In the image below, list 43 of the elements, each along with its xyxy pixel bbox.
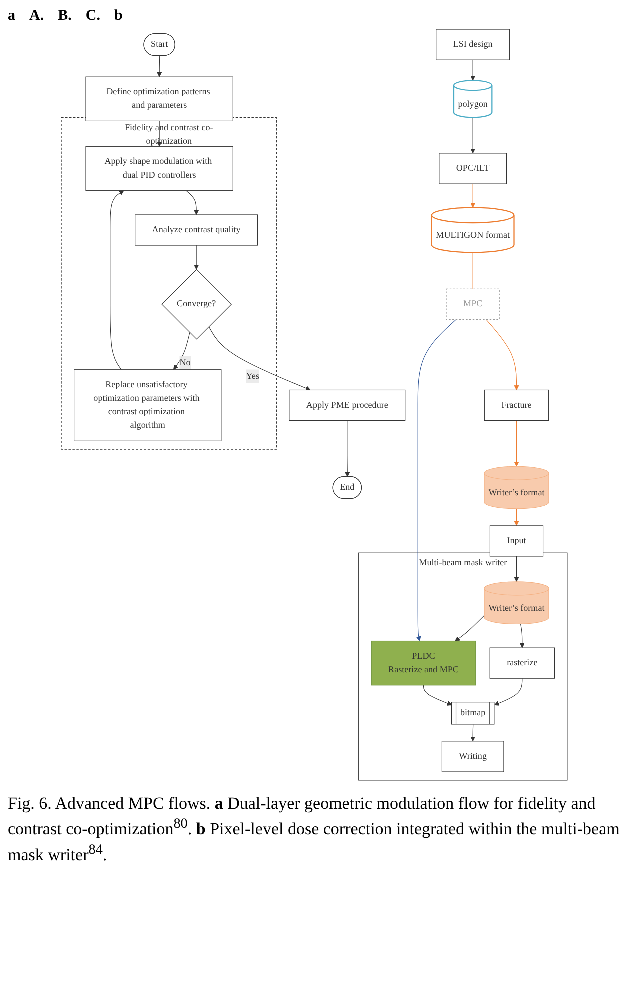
arrow [514,556,520,582]
node-box: Writing [442,741,504,772]
connector [472,252,474,290]
node-box: PLDC Rasterize and MPC [371,640,476,686]
arrow [520,624,525,648]
node-box: Replace unsatisfactory optimization parameters with contrast optimization algorithm [74,370,222,442]
arrow [208,326,311,391]
node-box: Analyze contrast quality [135,214,258,246]
node-box: Define optimization patterns and parameters [86,76,234,122]
arrow [470,184,476,208]
node-box: LSI design [436,29,510,60]
node-box: MPC [446,288,500,320]
edge-label: Yes [246,371,260,382]
edge-label: No [180,358,191,368]
panel-letter: A. [30,8,44,25]
arrow [110,190,124,370]
node-diamond: Converge? [162,269,232,340]
arrow [194,245,200,270]
node-box: Apply shape modulation with dual PID controllers [86,146,234,192]
arrow [416,319,457,642]
arrow [174,332,190,370]
arrow [470,60,476,81]
arrow [345,420,350,478]
arrow [470,724,476,742]
node-box: Fracture [484,390,550,422]
arrow [486,319,520,390]
node-box: Apply PME procedure [289,390,406,422]
arrow [423,685,452,706]
arrow [514,420,520,467]
node-box: Input [490,526,544,557]
arrow [157,56,162,78]
arrow [186,190,200,216]
arrow [494,678,523,706]
panel-letter: B. [58,8,72,25]
arrow [455,615,485,642]
arrow [470,117,476,154]
panel-letter: a [8,8,16,25]
panel-letter: b [114,8,123,25]
arrow [514,508,520,526]
node-box: rasterize [490,648,555,679]
panel-letter: C. [86,8,100,25]
node-box: OPC/ILT [439,153,508,184]
figure-caption: Fig. 6. Advanced MPC flows. a Dual-layer geometric modulation flow for fidelity and contrast co-optimization$^{80}$. b Pixel-level dose correction integrated within the multi-beam mask writer$^{84}$. [8,793,621,866]
